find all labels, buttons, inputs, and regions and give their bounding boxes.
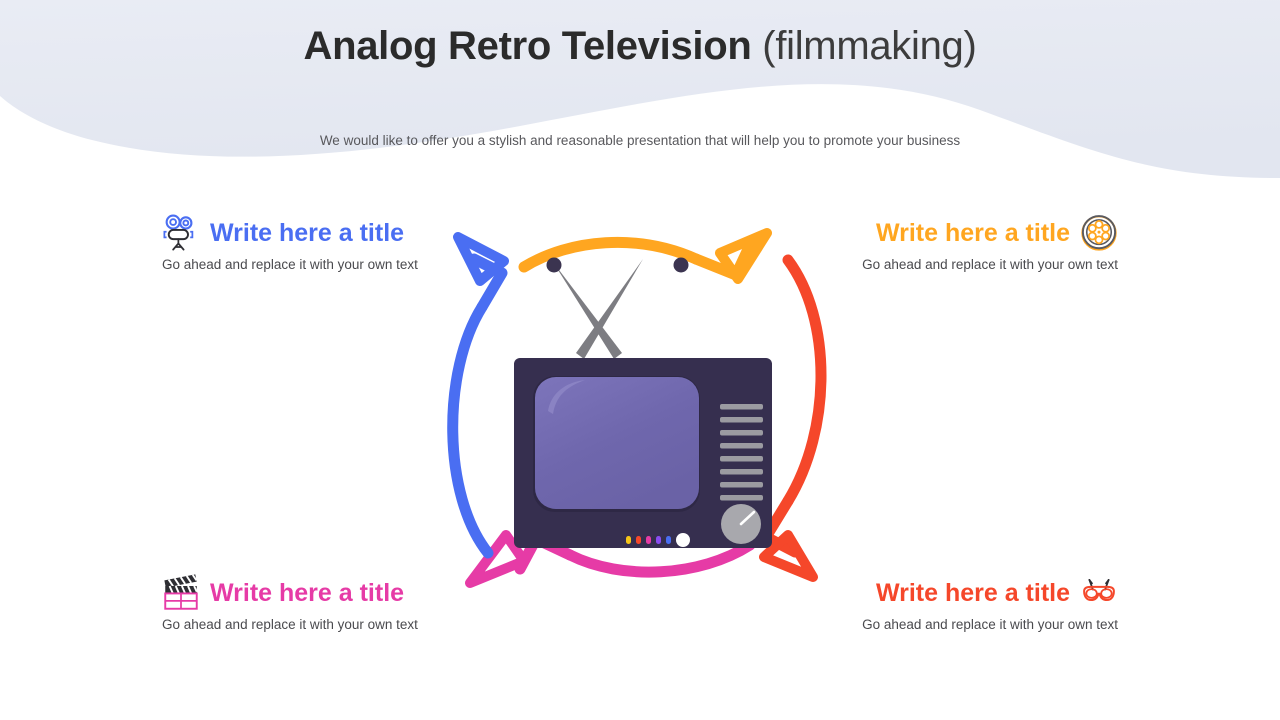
arc-top-left-blue — [447, 232, 509, 559]
tv-power-indicator[interactable] — [676, 533, 690, 547]
three-d-glasses-icon — [1083, 579, 1115, 602]
film-reel-icon — [1081, 215, 1117, 251]
tv-vent-lines — [720, 404, 763, 501]
movie-camera-icon — [163, 214, 194, 251]
retro-television-illustration — [447, 228, 827, 588]
quadrant-top-left[interactable]: Write here a title Go ahead and replace … — [160, 212, 490, 272]
tv-screen — [535, 377, 699, 509]
quadrant-description: Go ahead and replace it with your own te… — [862, 617, 1118, 632]
quadrant-description: Go ahead and replace it with your own te… — [162, 257, 418, 272]
quadrant-title: Write here a title — [875, 579, 1070, 607]
quadrant-description: Go ahead and replace it with your own te… — [862, 257, 1118, 272]
antenna-tip-left — [546, 257, 562, 273]
page-title: Analog Retro Television (filmmaking) — [0, 22, 1280, 70]
arc-bottom-right-red — [759, 254, 827, 582]
page-title-bold: Analog Retro Television — [303, 24, 752, 68]
quadrant-bottom-right[interactable]: Write here a title Go ahead and replace … — [790, 572, 1120, 632]
tv-set — [514, 358, 772, 548]
header: Analog Retro Television (filmmaking) — [0, 22, 1280, 70]
tv-indicator-dots — [626, 533, 690, 547]
quadrant-top-right[interactable]: Write here a title Go ahead and replace … — [790, 212, 1120, 272]
tv-antennas — [546, 257, 689, 359]
clapperboard-icon — [164, 574, 198, 610]
quadrant-description: Go ahead and replace it with your own te… — [162, 617, 418, 632]
antenna-tip-right — [673, 257, 689, 273]
quadrant-bottom-left[interactable]: Write here a title Go ahead and replace … — [160, 572, 490, 632]
page-subtitle: We would like to offer you a stylish and… — [319, 133, 961, 148]
quadrant-title: Write here a title — [210, 579, 405, 607]
arc-top-right-orange — [518, 228, 772, 284]
quadrant-title: Write here a title — [210, 219, 405, 247]
quadrant-title: Write here a title — [875, 219, 1070, 247]
page-title-light: (filmmaking) — [762, 24, 977, 68]
tv-tuner-knob[interactable] — [721, 504, 761, 544]
tv-screen-glare — [548, 380, 585, 414]
